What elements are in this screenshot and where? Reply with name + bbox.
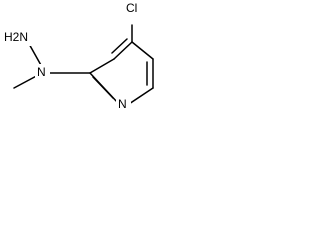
hydrazine-n-label-mask — [35, 64, 50, 81]
bond-ring-c2-c3 — [89, 58, 115, 74]
bond-ring-n1-c2-double — [92, 76, 114, 99]
bond-hydrazine-n-nh2 — [27, 41, 43, 68]
bond-ring-c4-c5 — [131, 41, 154, 60]
hydrazine-nh2-label: H2N — [4, 30, 28, 44]
bond-ring-c3-c4-double — [111, 38, 128, 54]
pyridine-n-label-mask — [116, 96, 131, 113]
pyridine-n-atom-label: N — [118, 97, 127, 111]
chemical-structure-canvas: Cl H2N N N — [0, 0, 173, 120]
chemical-structure-svg: Cl H2N N N — [2, 0, 154, 113]
chlorine-atom-label: Cl — [126, 1, 137, 15]
bond-ring-c3-c4 — [113, 41, 133, 60]
hydrazine-nh2-label-mask — [2, 29, 37, 46]
hydrazine-n-atom-label: N — [37, 65, 46, 79]
chlorine-label-mask — [124, 0, 148, 17]
